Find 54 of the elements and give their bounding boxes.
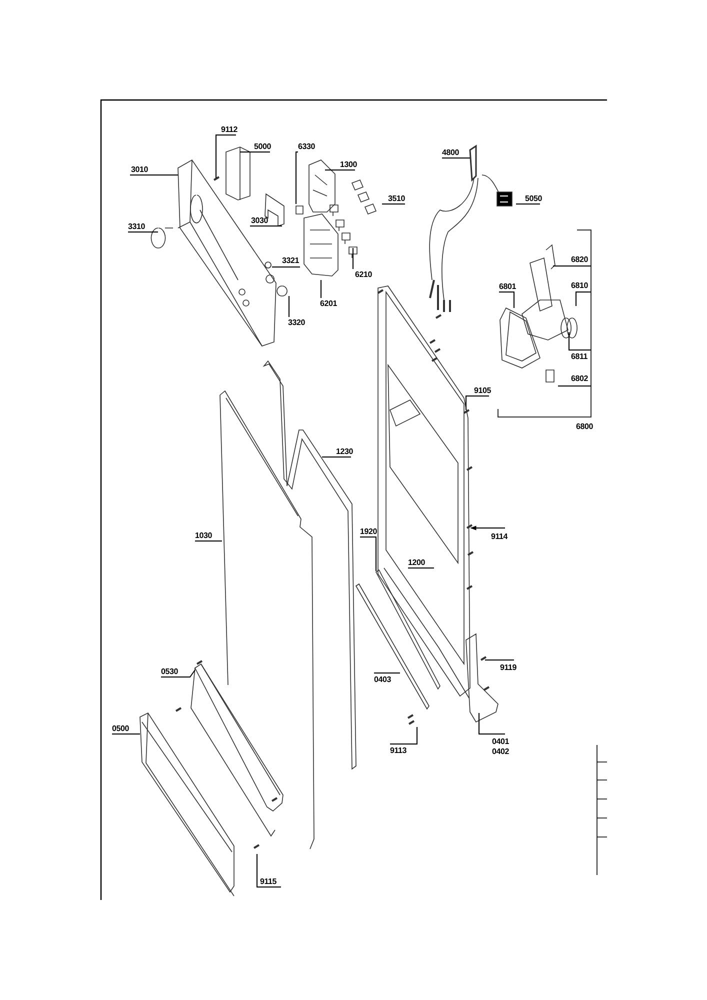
part-number: 9115 [260, 877, 277, 887]
part-number: 1200 [408, 558, 425, 568]
leader-line [390, 726, 418, 744]
part-number: 9119 [500, 663, 517, 673]
part-number: 5050 [525, 194, 542, 204]
part-number: 6802 [571, 374, 588, 384]
part-number: 9112 [221, 125, 238, 135]
leader-line [360, 536, 376, 572]
leader-line [576, 292, 592, 306]
part-number: 0402 [492, 747, 509, 757]
part-number: 3320 [288, 318, 305, 328]
part-number: 0401 [492, 737, 509, 747]
leader-line [478, 712, 506, 734]
part-number: 9105 [474, 386, 491, 396]
part-number: 1030 [195, 531, 212, 541]
part-number: 6820 [571, 255, 588, 265]
part-number: 6201 [320, 299, 337, 309]
part-number: 4800 [442, 148, 459, 158]
leader-line [374, 672, 400, 674]
leader-line [470, 526, 506, 530]
part-number: 5000 [254, 142, 271, 152]
leader-line [130, 174, 178, 176]
leader-line [568, 332, 592, 350]
leader-line [320, 280, 322, 298]
part-number: 1920 [360, 527, 377, 537]
part-number: 9113 [390, 746, 407, 756]
part-number: 0403 [374, 675, 391, 685]
part-number: 3321 [282, 256, 299, 266]
part-number: 6330 [298, 142, 315, 152]
part-number: 3510 [388, 194, 405, 204]
leader-line [216, 134, 236, 178]
leader-line [194, 540, 222, 542]
part-number: 3310 [128, 222, 145, 232]
leader-line [322, 456, 352, 458]
part-number: 3030 [251, 216, 268, 226]
part-number: 0530 [161, 667, 178, 677]
part-number: 0500 [112, 724, 129, 734]
part-number: 6811 [571, 352, 588, 362]
part-number: 6210 [355, 270, 372, 280]
part-number: 3010 [131, 165, 148, 175]
leader-line [288, 296, 290, 318]
part-number: 6800 [576, 422, 593, 432]
leader-line [296, 152, 298, 204]
leader-line [272, 266, 300, 268]
part-number: 6801 [499, 282, 516, 292]
part-number: 9114 [491, 532, 508, 542]
leader-line [160, 670, 196, 678]
part-number: 1230 [336, 447, 353, 457]
leader-line [466, 396, 490, 410]
leader-line [256, 854, 282, 888]
part-number: 1300 [340, 160, 357, 170]
leader-line [352, 248, 354, 270]
part-number: 6810 [571, 281, 588, 291]
leader-line [498, 292, 514, 308]
